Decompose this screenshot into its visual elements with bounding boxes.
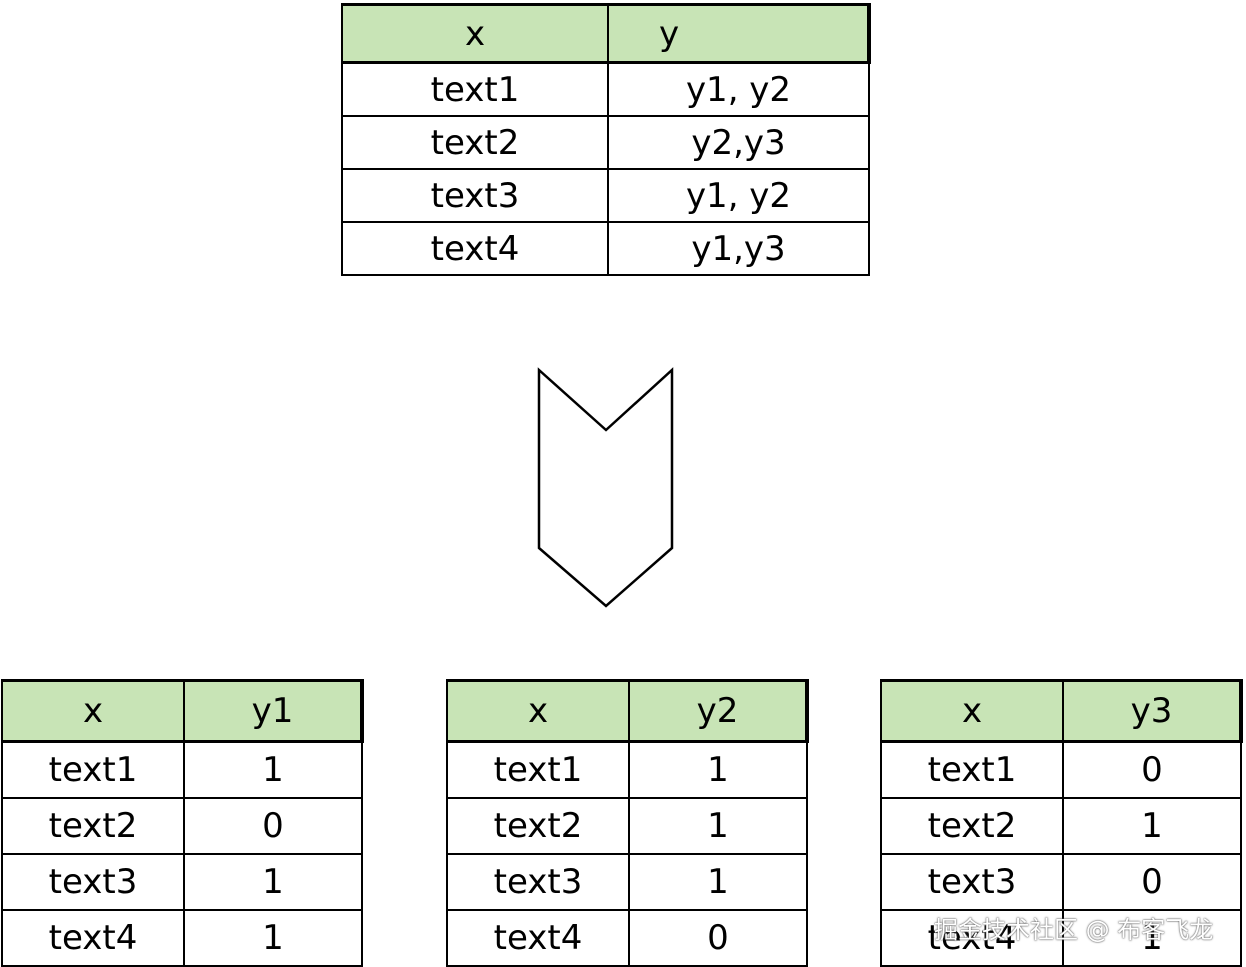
header-cell-x: x [880,679,1064,743]
cell-x: text4 [341,221,609,276]
cell-x: text2 [341,115,609,170]
header-cell-y: y [607,3,871,64]
watermark: 掘金技术社区 @ 布客飞龙 [934,916,1214,944]
table-row: text2 1 [880,797,1242,855]
cell-x: text1 [446,740,630,799]
cell-x: text3 [1,853,185,911]
table-row: text3 0 [880,853,1242,911]
cell-x: text1 [880,740,1064,799]
cell-value: 1 [1062,797,1242,855]
cell-y: y2,y3 [607,115,870,170]
cell-y: y1, y2 [607,168,870,223]
cell-x: text3 [341,168,609,223]
cell-x: text1 [1,740,185,799]
table-header-row: x y [341,3,871,64]
table-row: text1 0 [880,740,1242,799]
result-table-y2: x y2 text1 1 text2 1 text3 1 text4 0 [446,679,809,967]
cell-value: 0 [183,797,363,855]
cell-value: 1 [628,740,808,799]
result-table-y3: x y3 text1 0 text2 1 text3 0 text4 1 [880,679,1243,967]
cell-value: 1 [628,853,808,911]
cell-x: text4 [446,909,630,967]
table-row: text1 y1, y2 [341,61,870,117]
cell-y: y1, y2 [607,61,870,117]
table-row: text2 y2,y3 [341,115,870,170]
cell-value: 1 [183,909,363,967]
cell-x: text2 [880,797,1064,855]
header-cell-x: x [446,679,630,743]
table-row: text2 1 [446,797,808,855]
header-cell-y2: y2 [628,679,809,743]
cell-x: text3 [880,853,1064,911]
cell-x: text4 [1,909,185,967]
table-row: text1 1 [446,740,808,799]
cell-x: text2 [1,797,185,855]
table-row: text4 0 [446,909,808,967]
table-row: text3 1 [446,853,808,911]
table-header-row: x y1 [1,679,364,743]
header-cell-x: x [1,679,185,743]
cell-x: text2 [446,797,630,855]
cell-value: 0 [1062,740,1242,799]
table-header-row: x y2 [446,679,809,743]
table-row: text2 0 [1,797,363,855]
cell-x: text3 [446,853,630,911]
cell-value: 1 [628,797,808,855]
table-row: text3 y1, y2 [341,168,870,223]
table-row: text3 1 [1,853,363,911]
header-cell-x: x [341,3,609,64]
cell-value: 0 [628,909,808,967]
result-table-y1: x y1 text1 1 text2 0 text3 1 text4 1 [1,679,364,967]
cell-value: 1 [183,740,363,799]
header-cell-y3: y3 [1062,679,1243,743]
header-cell-y1: y1 [183,679,364,743]
cell-value: 0 [1062,853,1242,911]
table-row: text4 1 [1,909,363,967]
chevron-down-arrow-icon [537,367,674,608]
cell-y: y1,y3 [607,221,870,276]
table-header-row: x y3 [880,679,1243,743]
table-row: text1 1 [1,740,363,799]
source-table: x y text1 y1, y2 text2 y2,y3 text3 y1, y… [341,3,871,276]
table-row: text4 y1,y3 [341,221,870,276]
cell-value: 1 [1062,909,1242,967]
cell-x: text4 [880,909,1064,967]
cell-value: 1 [183,853,363,911]
table-row: text4 1 [880,909,1242,967]
cell-x: text1 [341,61,609,117]
